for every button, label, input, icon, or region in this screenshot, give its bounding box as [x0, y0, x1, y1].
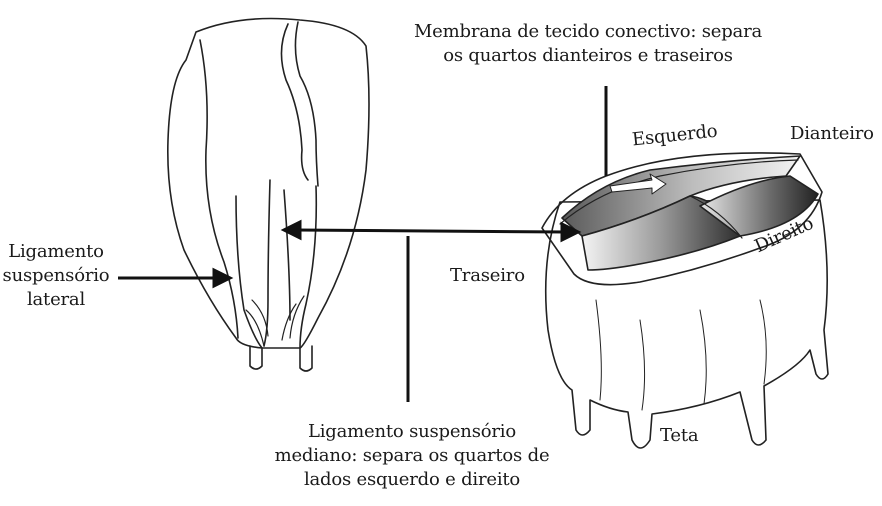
ligamento-lateral-line-1: Ligamento — [0, 240, 112, 264]
ligamento-lateral-line-3: lateral — [0, 288, 112, 312]
ligamento-lateral-line-2: suspensório — [0, 264, 112, 288]
traseiro-label: Traseiro — [450, 264, 525, 288]
annotation-arrows — [118, 86, 606, 402]
membrana-line-1: Membrana de tecido conectivo: separa — [408, 20, 768, 44]
ligamento-mediano-line-2: mediano: separa os quartos de — [262, 444, 562, 468]
rear-view-udder — [168, 19, 369, 372]
ligamento-mediano-line-3: lados esquerdo e direito — [262, 468, 562, 492]
ligamento-mediano-line-1: Ligamento suspensório — [262, 420, 562, 444]
ligamento-mediano-label: Ligamento suspensório mediano: separa os… — [262, 420, 562, 492]
dianteiro-label: Dianteiro — [790, 122, 874, 146]
ligamento-lateral-label: Ligamento suspensório lateral — [0, 240, 112, 312]
membrana-label: Membrana de tecido conectivo: separa os … — [408, 20, 768, 68]
cutaway-udder — [542, 153, 828, 448]
teta-label: Teta — [660, 424, 698, 448]
membrana-line-2: os quartos dianteiros e traseiros — [408, 44, 768, 68]
